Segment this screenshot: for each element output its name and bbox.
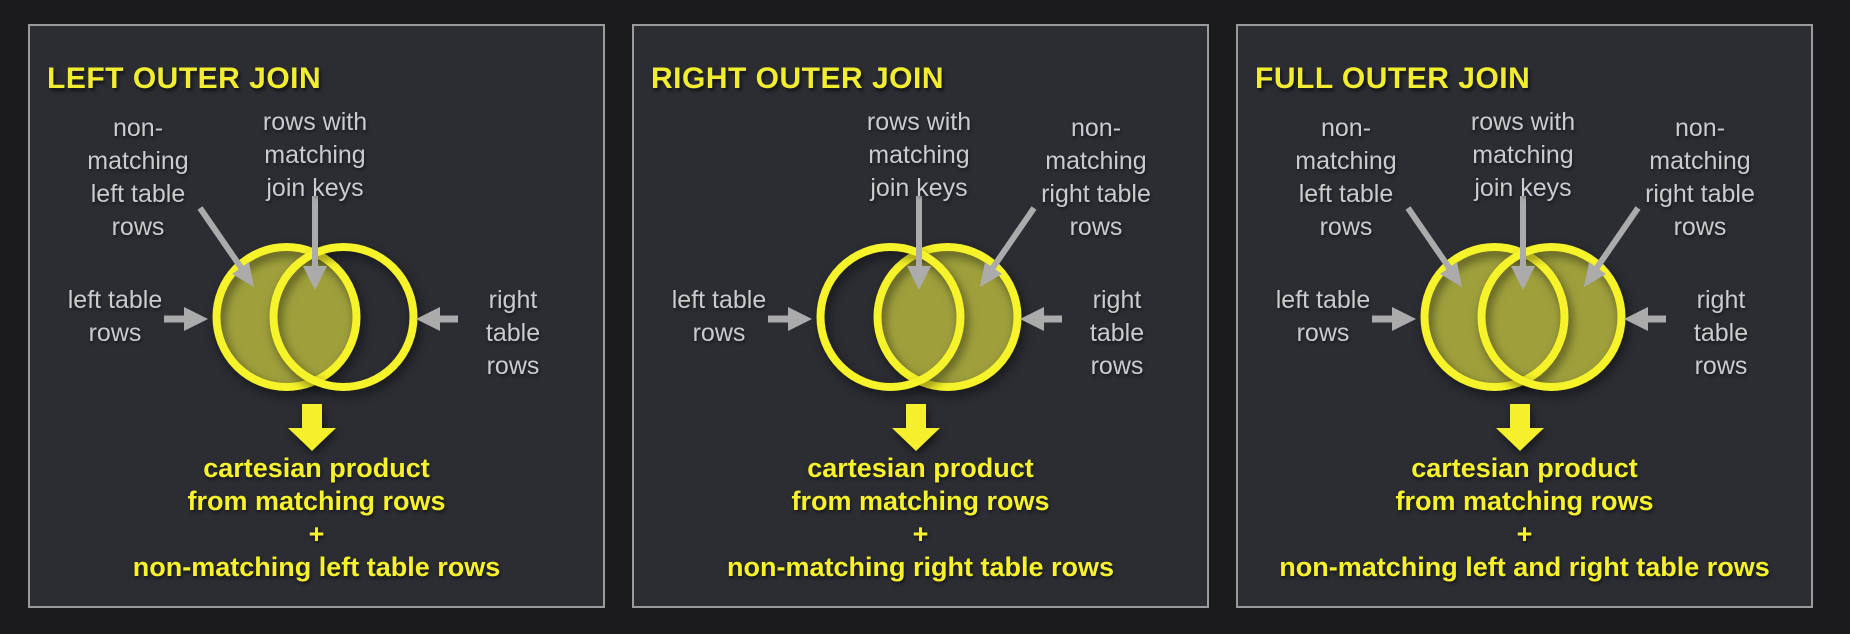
left-table-arrowhead-icon (1392, 307, 1416, 331)
label-non-matching-left-rows: non- matching left table rows (1295, 114, 1397, 241)
panel-left-outer-join: LEFT OUTER JOIN non- matching left table… (28, 24, 605, 608)
right-table-arrowhead-icon (1020, 307, 1044, 331)
right-circle-outline (873, 243, 1022, 391)
right-table-arrowhead-icon (416, 307, 440, 331)
label-left-table-rows: left table rows (671, 286, 767, 347)
vertical-arrowhead-icon (907, 266, 931, 290)
diagonal-right-arrow-icon (1593, 206, 1641, 271)
diagonal-left-arrow-icon (197, 206, 245, 271)
label-matching-join-keys: rows with matching join keys (262, 108, 368, 202)
venn-diagram-right-join (768, 196, 1062, 451)
down-arrow-icon (1496, 404, 1544, 451)
label-right-table-rows: right table rows (1089, 286, 1145, 380)
diagonal-right-arrowhead-icon (980, 262, 1002, 287)
panel-title: FULL OUTER JOIN (1255, 61, 1531, 95)
right-table-arrowhead-icon (1624, 307, 1648, 331)
venn-diagram-full-join (1372, 196, 1666, 451)
left-circle-outline (1420, 243, 1569, 391)
left-circle-outline (212, 243, 361, 391)
diagonal-left-arrowhead-icon (1440, 262, 1462, 287)
right-circle-outline (1477, 243, 1626, 391)
diagonal-right-arrowhead-icon (1584, 262, 1606, 287)
label-non-matching-right-rows: non- matching right table rows (1041, 114, 1151, 241)
result-text: cartesian product from matching rows + n… (1279, 453, 1770, 582)
left-circle-outline (816, 243, 965, 391)
label-matching-join-keys: rows with matching join keys (866, 108, 972, 202)
vertical-arrowhead-icon (1511, 266, 1535, 290)
label-right-table-rows: right table rows (1693, 286, 1749, 380)
down-arrow-icon (892, 404, 940, 451)
label-non-matching-right-rows: non- matching right table rows (1645, 114, 1755, 241)
left-table-arrowhead-icon (788, 307, 812, 331)
diagonal-left-arrow-icon (1405, 206, 1453, 271)
down-arrow-icon (288, 404, 336, 451)
panel-full-outer-join: FULL OUTER JOIN non- matching left table… (1236, 24, 1813, 608)
result-text: cartesian product from matching rows + n… (132, 453, 501, 582)
right-circle-outline (269, 243, 418, 391)
panel-right-outer-join: RIGHT OUTER JOIN rows with matching join… (632, 24, 1209, 608)
label-left-table-rows: left table rows (1275, 286, 1371, 347)
venn-diagram-left-join (164, 196, 458, 451)
left-table-arrowhead-icon (184, 307, 208, 331)
result-text: cartesian product from matching rows + n… (726, 453, 1114, 582)
label-right-table-rows: right table rows (485, 286, 541, 380)
diagonal-left-arrowhead-icon (232, 262, 254, 287)
label-non-matching-left-rows: non- matching left table rows (87, 114, 189, 241)
panel-title: LEFT OUTER JOIN (47, 61, 322, 95)
vertical-arrowhead-icon (303, 266, 327, 290)
label-matching-join-keys: rows with matching join keys (1470, 108, 1576, 202)
diagonal-right-arrow-icon (989, 206, 1037, 271)
panel-title: RIGHT OUTER JOIN (651, 61, 945, 95)
label-left-table-rows: left table rows (67, 286, 163, 347)
